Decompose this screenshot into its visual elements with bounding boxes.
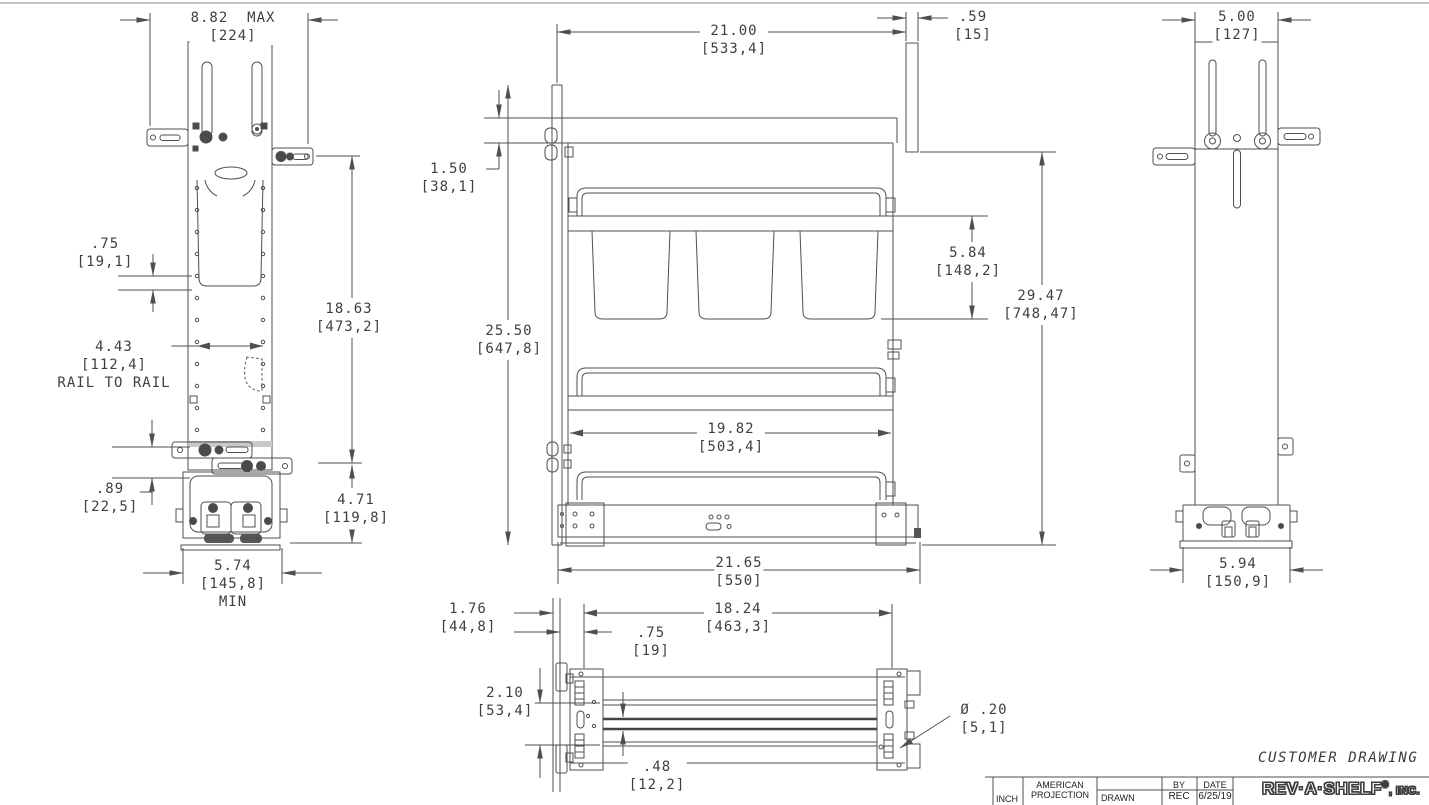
dim-depth: 21.00[533,4] bbox=[699, 22, 769, 58]
front-slide-block bbox=[569, 668, 604, 771]
dim-rail-gap: .48[12,2] bbox=[627, 758, 687, 794]
customer-drawing-banner: CUSTOMER DRAWING bbox=[1258, 750, 1419, 766]
dim-rail-length: 19.82[503,4] bbox=[696, 420, 766, 456]
rear-view-dims bbox=[1150, 12, 1323, 583]
logo-name: REV·A·SHELF bbox=[1261, 778, 1382, 798]
dim-bin-depth: 5.84[148,2] bbox=[933, 244, 1003, 280]
storage-bins bbox=[591, 230, 879, 320]
rear-slide-base bbox=[1175, 504, 1298, 549]
side-view-dims bbox=[484, 12, 1056, 584]
door-panel bbox=[905, 42, 919, 153]
dim-top-clearance: 1.50[38,1] bbox=[419, 160, 479, 196]
dim-front-height: 18.63[473,2] bbox=[314, 300, 384, 336]
dim-front-offset: 1.76[44,8] bbox=[438, 600, 498, 636]
logo-suffix: , INC. bbox=[1388, 784, 1421, 797]
dim-hole-span: 18.24[463,3] bbox=[703, 600, 773, 636]
title-block-date-label: DATE bbox=[1203, 780, 1227, 790]
revashelf-logo: REV·A·SHELF®, INC. bbox=[1261, 778, 1421, 799]
title-block-drawn-label: DRAWN bbox=[1101, 793, 1135, 803]
door-bracket-arm bbox=[146, 128, 189, 147]
slide-base bbox=[175, 471, 288, 551]
side-view bbox=[484, 12, 1056, 584]
title-block-projection: AMERICAN PROJECTION bbox=[1030, 780, 1090, 800]
adjust-slot bbox=[201, 61, 213, 137]
dim-door-thickness: .59[15] bbox=[953, 8, 993, 44]
registered-mark-icon: ® bbox=[1381, 779, 1389, 790]
dim-hole-diameter: Ø .20[5,1] bbox=[959, 701, 1009, 737]
hidden-pocket bbox=[244, 356, 263, 392]
shelf-rail bbox=[576, 187, 887, 216]
title-block-drawn-by: REC bbox=[1168, 791, 1190, 802]
dim-slide-width: 2.10[53,4] bbox=[475, 684, 535, 720]
dim-cabinet-height: 25.50[647,8] bbox=[474, 322, 544, 358]
front-view-dims bbox=[112, 13, 362, 584]
bin-outline bbox=[196, 179, 264, 287]
dim-base-height: 4.71[119,8] bbox=[321, 491, 391, 527]
slide-housing bbox=[557, 502, 921, 547]
rear-view bbox=[1150, 12, 1323, 583]
door-bracket-arm bbox=[271, 147, 314, 166]
top-view bbox=[514, 598, 951, 792]
shelf-rail bbox=[576, 367, 887, 396]
rail-holes bbox=[194, 185, 266, 433]
dim-rear-base-width: 5.94[150,9] bbox=[1203, 555, 1273, 591]
dim-slide-length: 21.65[550] bbox=[714, 554, 764, 590]
rear-slide-block bbox=[876, 668, 921, 771]
adjust-slot bbox=[251, 61, 263, 137]
dim-front-max-width: 8.82 MAX[224] bbox=[189, 9, 277, 45]
dim-overall-height: 29.47[748,47] bbox=[1002, 287, 1080, 323]
dim-rail-to-rail: 4.43[112,4]RAIL TO RAIL bbox=[56, 338, 172, 392]
dim-hole-offset: .75[19] bbox=[631, 624, 671, 660]
title-block-units: INCH bbox=[996, 794, 1018, 804]
title-block-lines bbox=[985, 776, 1429, 805]
dim-rail-offset: .75[19,1] bbox=[75, 235, 135, 271]
title-block-by-label: BY bbox=[1172, 780, 1186, 790]
front-view bbox=[112, 13, 362, 584]
shelf-rail bbox=[576, 471, 887, 500]
front-panel bbox=[187, 41, 273, 471]
door-bracket-arm bbox=[211, 457, 293, 475]
dim-bracket-gap: .89[22,5] bbox=[80, 480, 140, 516]
mounting-hole bbox=[878, 744, 884, 750]
dim-rear-width: 5.00[127] bbox=[1212, 8, 1262, 44]
dim-min-width: 5.74[145,8]MIN bbox=[198, 557, 268, 611]
door-bracket-arm bbox=[171, 441, 253, 459]
title-block-drawn-date: 6/25/19 bbox=[1198, 791, 1232, 802]
brand-oval bbox=[214, 166, 248, 180]
